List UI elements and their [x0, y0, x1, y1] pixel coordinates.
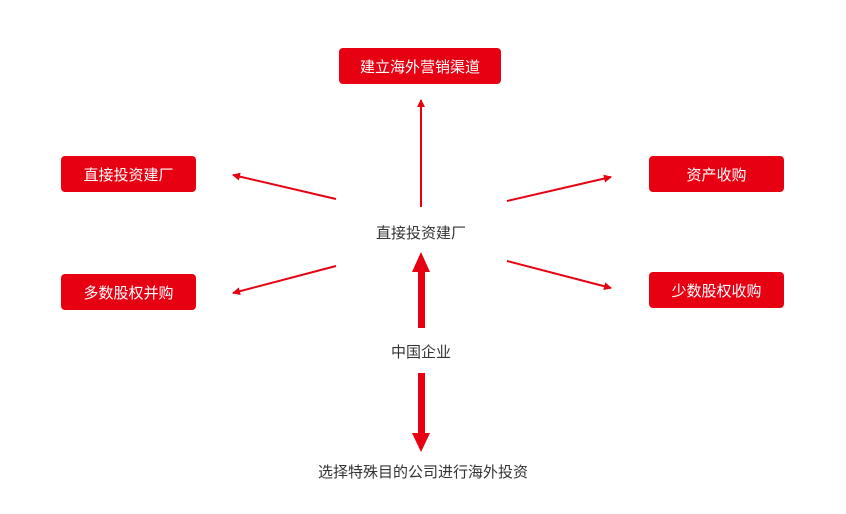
box-overseas-marketing-channel: 建立海外营销渠道: [339, 48, 501, 84]
arrow-to-upper-left: [232, 172, 337, 200]
thick-arrow-down: [412, 373, 430, 452]
arrow-to-upper-right: [506, 174, 612, 202]
arrow-to-lower-right: [506, 260, 612, 291]
company-label: 中国企业: [390, 343, 451, 361]
thick-arrow-up: [412, 252, 430, 328]
arrow-to-lower-left: [232, 265, 337, 296]
box-minority-equity-acquisition: 少数股权收购: [649, 272, 784, 308]
box-direct-investment-factory: 直接投资建厂: [61, 156, 196, 192]
bottom-label: 选择特殊目的公司进行海外投资: [317, 463, 528, 481]
box-majority-equity-merger: 多数股权并购: [61, 274, 196, 310]
box-asset-acquisition: 资产收购: [649, 156, 784, 192]
center-label: 直接投资建厂: [375, 224, 466, 242]
